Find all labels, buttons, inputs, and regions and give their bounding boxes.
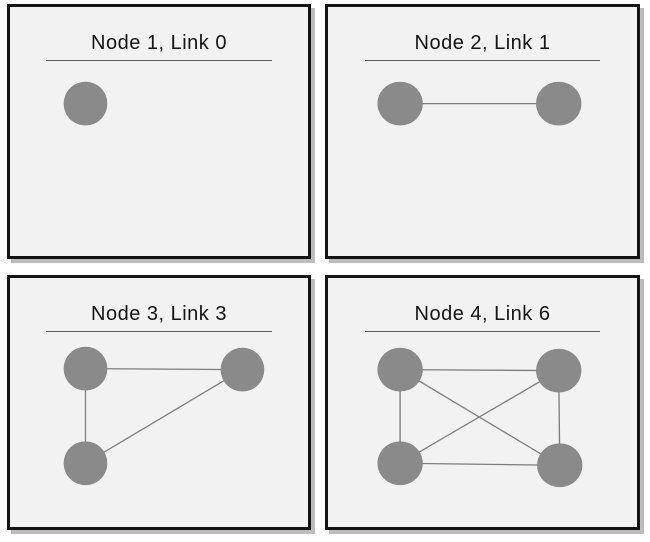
graph-panel-2: Node 2, Link 1 xyxy=(325,4,640,259)
graph-node xyxy=(377,81,423,126)
graph-canvas xyxy=(63,81,108,126)
graph-node xyxy=(377,347,423,392)
graph-edge xyxy=(400,368,559,372)
graph-edge xyxy=(399,369,561,466)
graph-canvas xyxy=(377,81,582,126)
graph-canvas xyxy=(63,346,265,486)
graph-canvas xyxy=(377,347,583,488)
graph-node xyxy=(63,346,108,391)
graph-panel-4: Node 4, Link 6 xyxy=(325,275,640,530)
graph-node xyxy=(536,348,582,393)
graph-panel-3: Node 3, Link 3 xyxy=(7,275,311,530)
graph-node xyxy=(63,81,108,126)
graph-node xyxy=(63,441,108,486)
graph-panel-1: Node 1, Link 0 xyxy=(7,4,311,259)
graph-node xyxy=(537,443,583,488)
graph-node xyxy=(377,441,423,486)
graph-edge xyxy=(400,462,560,466)
graph-node xyxy=(536,81,582,126)
graph-edge xyxy=(399,370,560,464)
graph-edge xyxy=(85,369,243,464)
graph-edge xyxy=(85,367,243,371)
graph-node xyxy=(220,347,265,392)
